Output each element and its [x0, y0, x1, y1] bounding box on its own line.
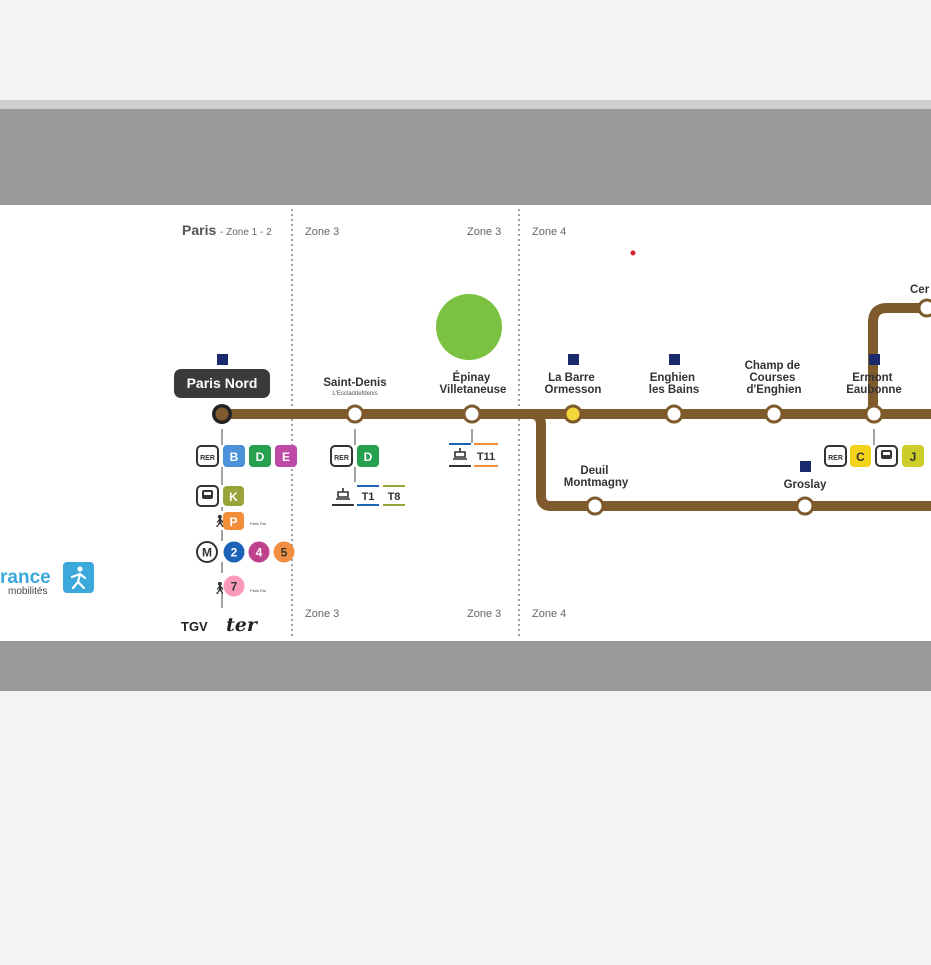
- tram-t11-badge[interactable]: T11: [474, 443, 498, 467]
- station-name-deuil: Deuil Montmagny: [564, 465, 629, 489]
- station-marker-champ[interactable]: [764, 404, 784, 424]
- line-map: Paris - Zone 1 - 2 Zone 3 Zone 3 Zone 4 …: [0, 205, 931, 641]
- svg-text:RER: RER: [828, 455, 843, 462]
- paris-est-tag: Paris Est: [250, 588, 267, 593]
- green-circle: [436, 294, 502, 360]
- svg-text:4: 4: [256, 546, 263, 560]
- svg-text:7: 7: [231, 580, 238, 594]
- svg-text:2: 2: [231, 546, 238, 560]
- station-marker-cergy[interactable]: [917, 298, 931, 318]
- station-name-champ: Champ de Courses d'Enghien: [745, 360, 804, 396]
- svg-text:RER: RER: [200, 455, 215, 462]
- svg-text:M: M: [202, 546, 212, 560]
- transilien-k-badge[interactable]: K: [223, 486, 244, 506]
- station-name-la-barre: La Barre Ormesson: [545, 372, 602, 396]
- station-marker-ermont[interactable]: [864, 404, 884, 424]
- rer-c-badge[interactable]: C: [850, 445, 871, 467]
- zone-label-paris: Paris: [182, 222, 216, 238]
- metro-2-badge[interactable]: 2: [223, 541, 245, 563]
- rer-d-badge[interactable]: D: [357, 445, 379, 467]
- svg-text:D: D: [364, 450, 373, 464]
- zone-label-top-3b: Zone 3: [467, 226, 501, 238]
- station-marker-la-barre[interactable]: [563, 404, 583, 424]
- cergy-branch-track: [868, 303, 931, 414]
- zone-label-bottom-3a: Zone 3: [305, 608, 339, 620]
- train-icon: [196, 485, 219, 507]
- rer-b-badge[interactable]: B: [223, 445, 245, 467]
- zone-label-paris-zone: - Zone 1 - 2: [220, 227, 272, 238]
- paris-est-tag: Paris Est: [250, 521, 267, 526]
- tgv-label: TGV: [181, 619, 208, 634]
- rer-d-badge[interactable]: D: [249, 445, 271, 467]
- station-name-groslay: Groslay: [784, 479, 827, 491]
- station-name-cergy: Cer: [910, 284, 930, 296]
- tram-t1-badge[interactable]: T1: [357, 485, 379, 506]
- zone-label-bottom-3b: Zone 3: [467, 608, 501, 620]
- station-marker-groslay[interactable]: [795, 496, 815, 516]
- svg-text:B: B: [230, 450, 239, 464]
- red-dot-marker: [630, 250, 636, 256]
- tram-icon: [449, 443, 471, 467]
- station-name-enghien: Enghien les Bains: [649, 372, 700, 396]
- metro-icon: M: [196, 541, 218, 563]
- metro-7-badge[interactable]: 7: [223, 575, 245, 597]
- accessible-icon: [217, 354, 880, 472]
- transilien-p-badge[interactable]: P: [223, 512, 244, 530]
- station-name-epinay: Épinay Villetaneuse: [440, 371, 507, 396]
- top-border: [0, 100, 931, 109]
- connector-ticks: [221, 429, 875, 608]
- station-marker-deuil[interactable]: [585, 496, 605, 516]
- paris-nord-label-box: [174, 369, 270, 398]
- metro-4-badge[interactable]: 4: [248, 541, 270, 563]
- logo-pictogram-icon: [63, 562, 94, 593]
- bottom-gray-band: [0, 641, 931, 691]
- station-marker-epinay[interactable]: [462, 404, 482, 424]
- ter-logo: ter: [226, 614, 259, 636]
- svg-text:D: D: [256, 450, 265, 464]
- station-subname-saint-denis: L'Escladdefdenis: [332, 391, 377, 397]
- svg-text:5: 5: [281, 546, 288, 560]
- top-gray-band: [0, 109, 931, 205]
- logo-subtitle: mobilités: [8, 586, 47, 597]
- rer-icon: RER: [330, 445, 353, 467]
- rer-e-badge[interactable]: E: [275, 445, 297, 467]
- station-marker-saint-denis[interactable]: [345, 404, 365, 424]
- zone-label-bottom-4: Zone 4: [532, 608, 566, 620]
- station-name-paris-nord: Paris Nord: [187, 375, 258, 391]
- svg-text:C: C: [856, 450, 865, 464]
- transilien-j-badge[interactable]: J: [902, 445, 924, 467]
- rer-icon: RER: [196, 445, 219, 467]
- zone-label-top-4: Zone 4: [532, 226, 566, 238]
- svg-text:J: J: [910, 450, 917, 464]
- station-name-saint-denis: Saint-Denis: [323, 377, 386, 389]
- svg-text:RER: RER: [334, 455, 349, 462]
- station-marker-enghien[interactable]: [664, 404, 684, 424]
- svg-text:T11: T11: [477, 451, 495, 463]
- station-name-ermont: Ermont Eaubonne: [846, 372, 902, 396]
- metro-5-badge[interactable]: 5: [273, 541, 295, 563]
- tram-icon: [332, 486, 354, 506]
- rer-icon: RER: [824, 445, 847, 467]
- zone-label-top-3a: Zone 3: [305, 226, 339, 238]
- train-icon: [875, 445, 898, 467]
- walk-icon: 🚶︎: [212, 581, 227, 595]
- tram-t8-badge[interactable]: T8: [383, 485, 405, 506]
- branch-line-track: [530, 409, 931, 511]
- svg-text:T1: T1: [362, 491, 375, 503]
- svg-text:K: K: [229, 490, 238, 504]
- station-marker-paris-nord-core: [215, 407, 229, 421]
- logo-wordmark: rance: [0, 567, 51, 588]
- svg-text:E: E: [282, 450, 290, 464]
- svg-text:T8: T8: [388, 491, 401, 503]
- svg-text:P: P: [229, 515, 237, 529]
